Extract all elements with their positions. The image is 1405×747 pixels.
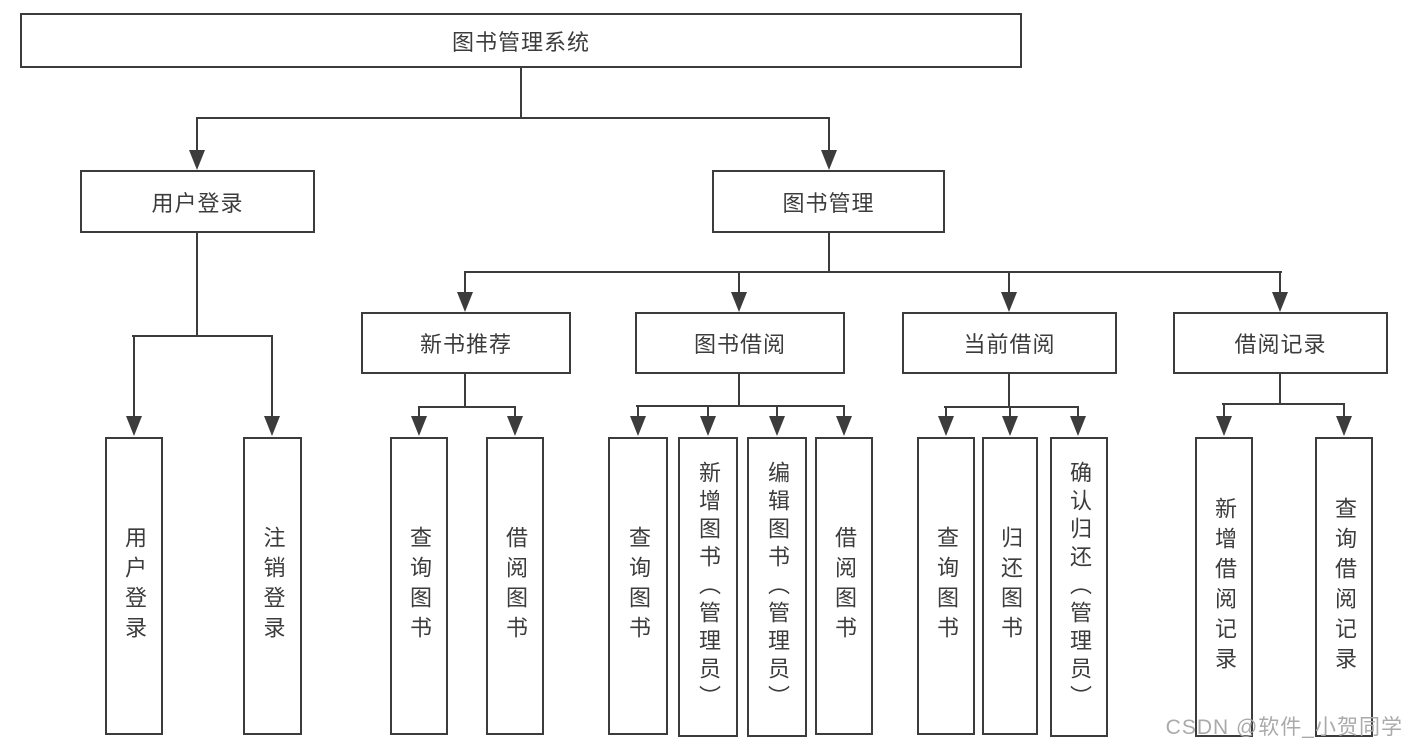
connector-drop-bb4	[843, 405, 845, 418]
leaf-recommend-borrow-books: 借阅图书	[486, 437, 544, 735]
node-borrow-records-label: 借阅记录	[1234, 332, 1327, 357]
leaf-borrow-add-books-admin-label: 新增图书（管理员）	[696, 461, 721, 713]
connector-drop-cb3	[1077, 406, 1079, 418]
connector-drop-rec2	[514, 406, 516, 418]
connector-drop-bb3	[776, 405, 778, 418]
arrowhead-cb1	[938, 416, 954, 436]
connector-cb-rail	[944, 406, 1079, 408]
leaf-borrow-query-books-label: 查询图书	[626, 526, 651, 646]
node-book-mgmt-label: 图书管理	[782, 190, 875, 216]
leaf-borrow-query-books: 查询图书	[608, 437, 668, 735]
leaf-current-query-books: 查询图书	[917, 437, 975, 735]
connector-bb-stem	[738, 374, 740, 407]
leaf-current-return-books-label: 归还图书	[998, 526, 1023, 646]
connector-root-stem	[520, 68, 522, 118]
leaf-logout-label: 注销登录	[260, 526, 286, 646]
arrowhead-cb3	[1070, 416, 1086, 436]
leaf-records-query-record: 查询借阅记录	[1315, 437, 1373, 737]
node-user-login-label: 用户登录	[151, 190, 244, 216]
arrowhead-br2	[1336, 416, 1352, 436]
leaf-records-add-record-label: 新增借阅记录	[1212, 497, 1237, 677]
arrowhead-current-borrow	[1001, 292, 1017, 312]
node-new-book-recommend-label: 新书推荐	[419, 332, 512, 357]
leaf-recommend-query-books: 查询图书	[390, 437, 448, 735]
leaf-records-add-record: 新增借阅记录	[1195, 437, 1253, 737]
node-book-borrow-label: 图书借阅	[693, 332, 786, 357]
connector-drop-cb2	[1009, 406, 1011, 418]
node-root-label: 图书管理系统	[451, 29, 590, 55]
leaf-user-login-label: 用户登录	[122, 526, 147, 646]
arrowhead-user-login	[189, 150, 205, 170]
node-current-borrow: 当前借阅	[902, 312, 1117, 374]
connector-rec-rail	[418, 406, 516, 408]
leaf-records-query-record-label: 查询借阅记录	[1332, 497, 1357, 677]
arrowhead-br1	[1216, 416, 1232, 436]
arrowhead-bb2	[700, 416, 716, 436]
arrowhead-leaf-login1	[126, 416, 142, 436]
node-current-borrow-label: 当前借阅	[963, 332, 1056, 357]
arrowhead-bb3	[769, 416, 785, 436]
arrowhead-leaf-login2	[264, 416, 280, 436]
leaf-borrow-borrow-books-label: 借阅图书	[832, 526, 857, 646]
node-book-borrow: 图书借阅	[635, 312, 845, 374]
node-user-login: 用户登录	[80, 170, 315, 233]
connector-drop-borrow-records	[1279, 271, 1281, 294]
connector-br-rail	[1222, 403, 1344, 405]
arrowhead-bb1	[630, 416, 646, 436]
arrowhead-book-borrow	[731, 292, 747, 312]
leaf-current-return-books: 归还图书	[982, 437, 1038, 735]
node-book-mgmt: 图书管理	[712, 170, 945, 233]
leaf-logout: 注销登录	[243, 437, 302, 735]
connector-drop-user-login	[196, 117, 198, 152]
connector-br-stem	[1279, 374, 1281, 405]
connector-drop-cb1	[945, 406, 947, 418]
leaf-recommend-borrow-books-label: 借阅图书	[503, 526, 528, 646]
arrowhead-book-mgmt	[821, 150, 837, 170]
watermark: CSDN @软件_小贺同学	[1165, 716, 1403, 739]
connector-bb-rail	[636, 405, 844, 407]
leaf-borrow-edit-books-admin-label: 编辑图书（管理员）	[765, 461, 790, 713]
node-new-book-recommend: 新书推荐	[361, 312, 571, 374]
connector-drop-br2	[1343, 403, 1345, 418]
leaf-borrow-edit-books-admin: 编辑图书（管理员）	[747, 437, 807, 737]
connector-drop-br1	[1223, 403, 1225, 418]
leaf-recommend-query-books-label: 查询图书	[407, 526, 432, 646]
leaf-current-query-books-label: 查询图书	[934, 526, 959, 646]
connector-drop-leaf-login1	[133, 335, 135, 417]
arrowhead-bb4	[836, 416, 852, 436]
connector-drop-book-borrow	[738, 271, 740, 294]
connector-book-mgmt-stem	[828, 233, 830, 273]
connector-drop-leaf-login2	[271, 335, 273, 417]
node-root: 图书管理系统	[20, 13, 1022, 68]
node-borrow-records: 借阅记录	[1173, 312, 1388, 374]
leaf-borrow-add-books-admin: 新增图书（管理员）	[678, 437, 738, 737]
arrowhead-borrow-records	[1272, 292, 1288, 312]
leaf-user-login: 用户登录	[105, 437, 163, 735]
connector-drop-book-mgmt	[828, 117, 830, 152]
connector-drop-new-book-rec	[464, 271, 466, 294]
arrowhead-rec2	[507, 416, 523, 436]
leaf-current-confirm-return-admin-label: 确认归还（管理员）	[1067, 461, 1092, 713]
connector-root-rail	[196, 117, 830, 119]
connector-drop-rec1	[418, 406, 420, 418]
arrowhead-rec1	[411, 416, 427, 436]
connector-user-login-rail	[132, 335, 273, 337]
connector-cb-stem	[1008, 374, 1010, 408]
connector-rec-stem	[464, 374, 466, 408]
leaf-current-confirm-return-admin: 确认归还（管理员）	[1050, 437, 1108, 737]
connector-drop-bb1	[637, 405, 639, 418]
connector-drop-current-borrow	[1008, 271, 1010, 294]
leaf-borrow-borrow-books: 借阅图书	[815, 437, 873, 735]
arrowhead-cb2	[1002, 416, 1018, 436]
connector-drop-bb2	[707, 405, 709, 418]
connector-user-login-stem	[196, 233, 198, 335]
connector-book-mgmt-rail	[464, 271, 1282, 273]
arrowhead-new-book-rec	[457, 292, 473, 312]
